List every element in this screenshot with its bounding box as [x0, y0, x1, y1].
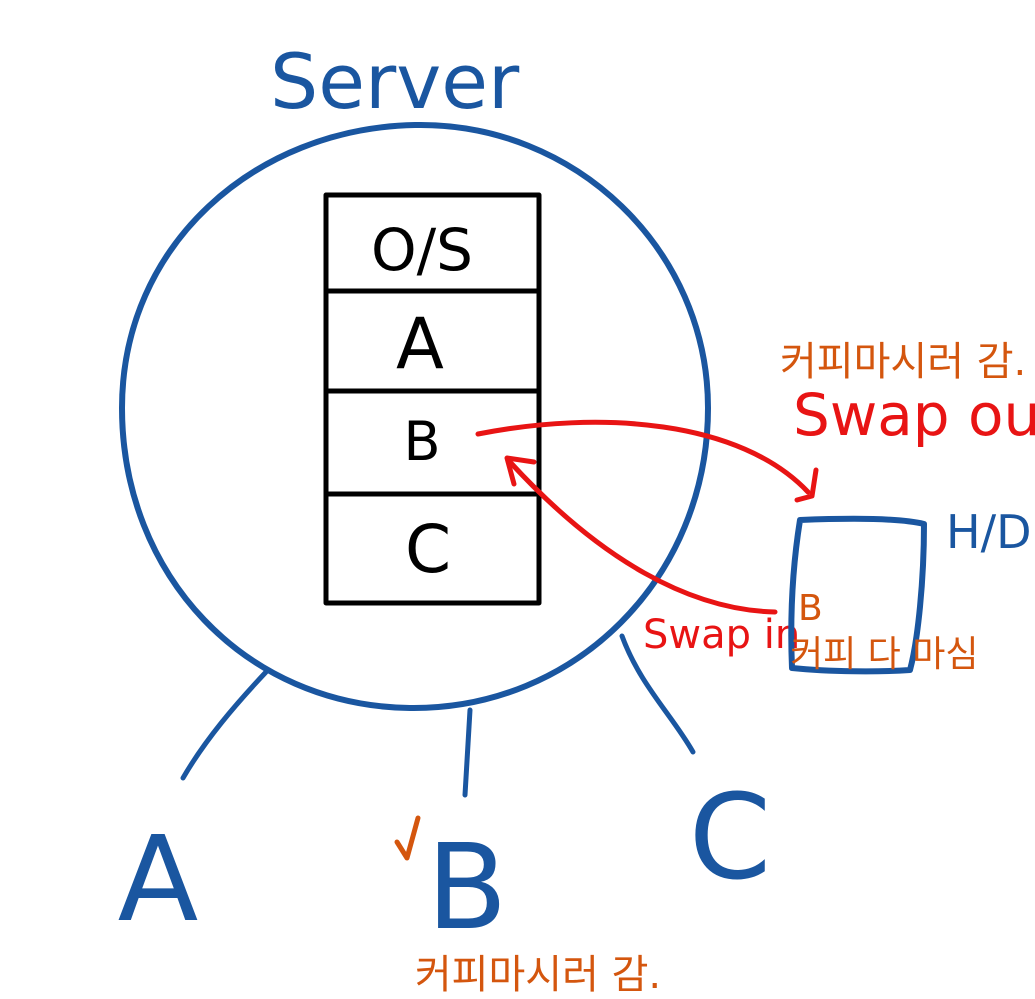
client-a-link	[180, 669, 269, 781]
server-title: Server	[270, 37, 520, 126]
swap-out-arrowhead	[794, 467, 819, 503]
client-a-label: A	[118, 810, 199, 948]
swap-in-arrow	[507, 459, 778, 615]
memory-slot-b: B	[403, 410, 440, 473]
memory-slot-c: C	[405, 511, 451, 588]
swap-out-arrow	[475, 419, 811, 495]
disk-box	[788, 515, 927, 675]
swap-out-label: Swap out	[793, 381, 1035, 449]
disk-content: B	[798, 588, 823, 629]
swap-in-arrowhead	[504, 455, 537, 487]
disk-label: H/D	[946, 505, 1032, 559]
memory-table-frame	[323, 192, 542, 606]
swap-in-label: Swap in	[643, 612, 800, 658]
client-b-label: B	[427, 818, 508, 956]
check-icon	[394, 815, 421, 861]
memory-slot-os: O/S	[371, 216, 473, 284]
client-c-label: C	[689, 768, 771, 906]
memory-table: O/S A B C	[323, 192, 542, 606]
disk-note: 커피 다 마심	[790, 634, 979, 675]
client-b-note: 커피마시러 감.	[415, 952, 661, 998]
swap-out-note: 커피마시러 감.	[780, 339, 1026, 385]
client-c-link	[619, 633, 696, 755]
memory-slot-a: A	[396, 303, 444, 385]
client-b-link	[462, 707, 473, 798]
server-circle	[119, 121, 711, 712]
